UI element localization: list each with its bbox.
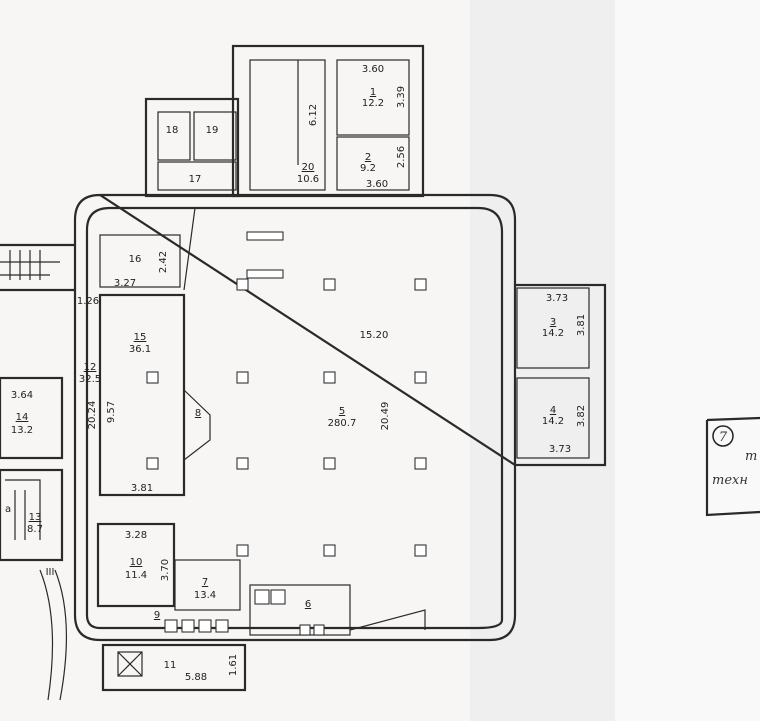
room-6-number: 6 [305, 599, 311, 610]
dim-label: 2.42 [158, 251, 169, 273]
column [323, 278, 336, 291]
dim-label: 3.81 [576, 314, 587, 336]
column [323, 457, 336, 470]
top-annex-walls [144, 44, 425, 198]
room-1-area: 12.2 [362, 98, 384, 109]
dim-label: 6.12 [308, 104, 319, 126]
room-14-area: 13.2 [11, 425, 33, 436]
dim-label: 3.60 [366, 179, 388, 190]
room-4-number: 4 [550, 405, 556, 416]
room-2-number: 2 [365, 152, 371, 163]
paper-highlight [615, 0, 760, 721]
room-8-number: 8 [195, 408, 201, 419]
column [236, 544, 249, 557]
room-3-number: 3 [550, 317, 556, 328]
column [236, 371, 249, 384]
room-11-number: 11 [164, 660, 177, 671]
column [414, 544, 427, 557]
room-12-area: 32.5 [79, 374, 101, 385]
room-7-number: 7 [202, 577, 208, 588]
dim-label: 3.28 [125, 530, 147, 541]
room-18-number: 18 [166, 125, 179, 136]
dim-label: 3.73 [546, 293, 568, 304]
room-13-area: 8.7 [27, 524, 43, 535]
dim-label: 1.26 [77, 296, 99, 307]
room-4-area: 14.2 [542, 416, 564, 427]
box-symbol [117, 651, 143, 677]
right-annex-walls [513, 283, 607, 467]
room-9-number: 9 [154, 610, 160, 621]
column [146, 457, 159, 470]
dim-label: 15.20 [360, 330, 389, 341]
column [323, 371, 336, 384]
left-rooms-walls [0, 207, 211, 562]
stairs-left [0, 250, 68, 701]
columns [146, 231, 427, 557]
column [323, 544, 336, 557]
main-hall-walls [73, 193, 517, 642]
dim-label: 1.61 [228, 654, 239, 676]
dim-label: 5.88 [185, 672, 207, 683]
room-1-number: 1 [370, 87, 376, 98]
room-10-area: 11.4 [125, 570, 147, 581]
dim-label: 3.73 [549, 444, 571, 455]
room-2-area: 9.2 [360, 163, 376, 174]
dim-label: 20.24 [87, 401, 98, 430]
room-5-number: 5 [339, 406, 345, 417]
legend-box: 7 т техн [705, 416, 760, 517]
room-10-number: 10 [130, 557, 143, 568]
dim-label: 3.60 [362, 64, 384, 75]
legend-line1: т [745, 449, 757, 464]
room-19-number: 19 [206, 125, 219, 136]
dim-label: 3.39 [396, 86, 407, 108]
room-12-number: 12 [84, 362, 97, 373]
letter-marker: a [5, 504, 11, 515]
legend-circle-number: 7 [719, 430, 728, 445]
dim-label: 3.81 [131, 483, 153, 494]
column [236, 278, 249, 291]
dimension-labels: 3.60 3.39 2.56 3.60 6.12 2.42 3.27 1.26 … [5, 64, 587, 683]
stair-marker: III [46, 567, 55, 578]
dim-label: 3.82 [576, 405, 587, 427]
room-16-number: 16 [129, 254, 142, 265]
room-14-number: 14 [16, 412, 29, 423]
column [414, 457, 427, 470]
room-13-number: 13 [29, 512, 42, 523]
room-17-number: 17 [189, 174, 202, 185]
vent [246, 269, 284, 279]
legend-circle [712, 425, 734, 447]
room-7-area: 13.4 [194, 590, 216, 601]
room-15-area: 36.1 [129, 344, 151, 355]
legend-line2: техн [712, 473, 748, 488]
column [146, 371, 159, 384]
vent [246, 231, 284, 241]
bottom-rooms-walls [96, 522, 426, 692]
dim-label: 3.70 [160, 559, 171, 581]
room-labels: 1 12.2 2 9.2 3 14.2 4 14.2 5 280.7 6 7 1… [11, 87, 564, 671]
dim-label: 3.27 [114, 278, 136, 289]
dim-label: 20.49 [380, 402, 391, 431]
column [236, 457, 249, 470]
room-20-number: 20 [302, 162, 315, 173]
column [414, 371, 427, 384]
sanitary-fixtures [164, 589, 325, 636]
room-3-area: 14.2 [542, 328, 564, 339]
room-5-area: 280.7 [328, 418, 357, 429]
room-20-area: 10.6 [297, 174, 319, 185]
dim-label: 9.57 [106, 401, 117, 423]
column [414, 278, 427, 291]
room-15-number: 15 [134, 332, 147, 343]
dim-label: 3.64 [11, 390, 33, 401]
dim-label: 2.56 [396, 146, 407, 168]
